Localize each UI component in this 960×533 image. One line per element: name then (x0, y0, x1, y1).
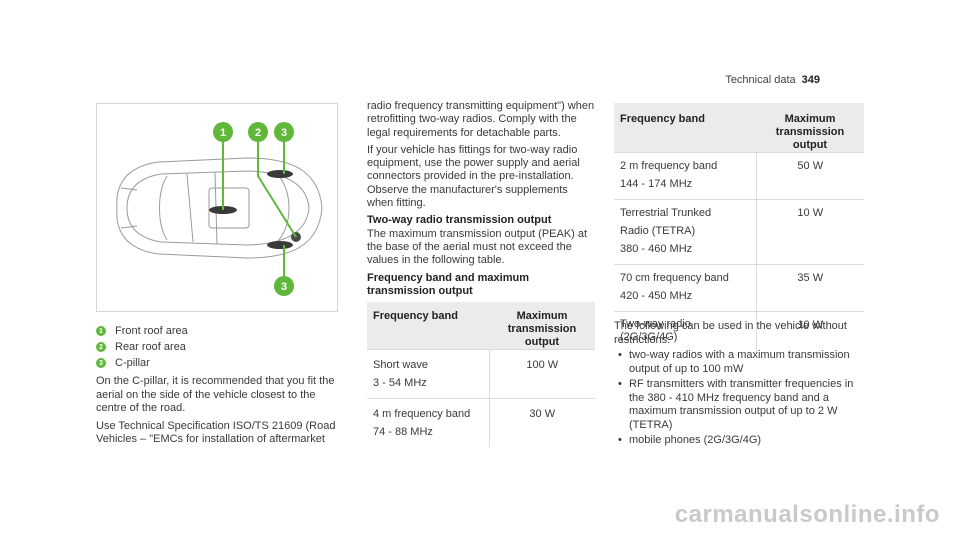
column-header: Maximum transmission output (489, 302, 595, 350)
marker-2-icon: 2 (248, 122, 268, 142)
output-value: 10 W (756, 311, 864, 352)
band-range: 380 - 460 MHz (620, 243, 693, 255)
output-value: 35 W (756, 264, 864, 312)
page-header: Technical data 349 (725, 74, 820, 86)
legend-number-icon: 3 (96, 358, 106, 368)
legend-item: 2 Rear roof area (96, 339, 348, 355)
legend-item: 1 Front roof area (96, 323, 348, 339)
table-row: Two-way radio (2G/3G/4G) 10 W (614, 311, 864, 352)
table-row: Terrestrial Trunked Radio (TETRA) 380 - … (614, 199, 864, 265)
legend-number-icon: 2 (96, 342, 106, 352)
band-name-line-2: Radio (TETRA) (620, 225, 696, 237)
right-column: The following can be used in the vehicle… (614, 320, 864, 450)
legend-text: Rear roof area (115, 341, 186, 353)
vehicle-aerial-diagram: 1 2 3 3 (96, 103, 338, 312)
continuation-paragraph: radio frequency transmitting equipment")… (367, 100, 595, 139)
frequency-band-heading: Frequency band and maximum transmission … (367, 271, 529, 297)
output-value: 30 W (489, 398, 595, 447)
frequency-table-1: Frequency band Maximum transmission outp… (367, 302, 595, 447)
page-number: 349 (801, 74, 820, 86)
band-name: 70 cm frequency band (620, 272, 729, 284)
marker-3-lower-icon: 3 (274, 276, 294, 296)
output-value: 50 W (756, 152, 864, 200)
legend-text: Front roof area (115, 325, 188, 337)
band-name: Two-way radio (620, 318, 691, 330)
band-range: 420 - 450 MHz (620, 290, 693, 302)
transmission-output-paragraph: The maximum transmission output (PEAK) a… (367, 227, 588, 267)
middle-column: radio frequency transmitting equipment")… (367, 100, 595, 298)
column-header: Frequency band (614, 103, 756, 153)
legend-number-icon: 1 (96, 326, 106, 336)
intro-paragraph: On the C-pillar, it is recommended that … (96, 375, 335, 414)
band-name: Terrestrial Trunked (620, 207, 712, 219)
transmission-output-heading: Two-way radio transmission output (367, 214, 552, 227)
column-header: Frequency band (367, 302, 489, 350)
frequency-table-2: Frequency band Maximum transmission outp… (614, 103, 864, 352)
unrestricted-list: two-way radios with a maximum transmissi… (614, 349, 864, 448)
band-range: 3 - 54 MHz (373, 377, 427, 389)
marker-1-icon: 1 (213, 122, 233, 142)
diagram-legend: 1 Front roof area 2 Rear roof area 3 C-p… (96, 323, 348, 447)
band-name: 2 m frequency band (620, 160, 718, 172)
marker-3-icon: 3 (274, 122, 294, 142)
legend-item: 3 C-pillar (96, 355, 348, 371)
spec-paragraph: Use Technical Specification ISO/TS 21609… (96, 419, 336, 446)
list-item: two-way radios with a maximum transmissi… (614, 349, 864, 376)
watermark-text: carmanualsonline.info (674, 501, 940, 528)
output-value: 10 W (756, 199, 864, 265)
band-range: 74 - 88 MHz (373, 426, 433, 438)
car-top-view-illustration: 1 2 3 3 (116, 122, 323, 296)
band-range: (2G/3G/4G) (620, 331, 678, 343)
band-name: Short wave (373, 359, 429, 371)
fittings-paragraph: If your vehicle has fittings for two-way… (367, 143, 580, 210)
list-item: RF transmitters with transmitter frequen… (614, 378, 864, 432)
svg-text:1: 1 (220, 127, 226, 139)
output-value: 100 W (489, 349, 595, 399)
legend-text: C-pillar (115, 357, 150, 369)
unrestricted-intro: The following can be used in the vehicle… (614, 320, 847, 346)
list-item: mobile phones (2G/3G/4G) (614, 434, 864, 448)
table-row: 2 m frequency band 144 - 174 MHz 50 W (614, 152, 864, 200)
section-title: Technical data (725, 74, 796, 86)
table-row: Short wave 3 - 54 MHz 100 W (367, 349, 595, 399)
band-name: 4 m frequency band (373, 408, 471, 420)
svg-text:3: 3 (281, 127, 287, 139)
band-range: 144 - 174 MHz (620, 178, 693, 190)
svg-text:2: 2 (255, 127, 261, 139)
table-row: 4 m frequency band 74 - 88 MHz 30 W (367, 398, 595, 447)
svg-text:3: 3 (281, 281, 287, 293)
table-row: 70 cm frequency band 420 - 450 MHz 35 W (614, 264, 864, 312)
column-header: Maximum transmission output (756, 103, 864, 153)
